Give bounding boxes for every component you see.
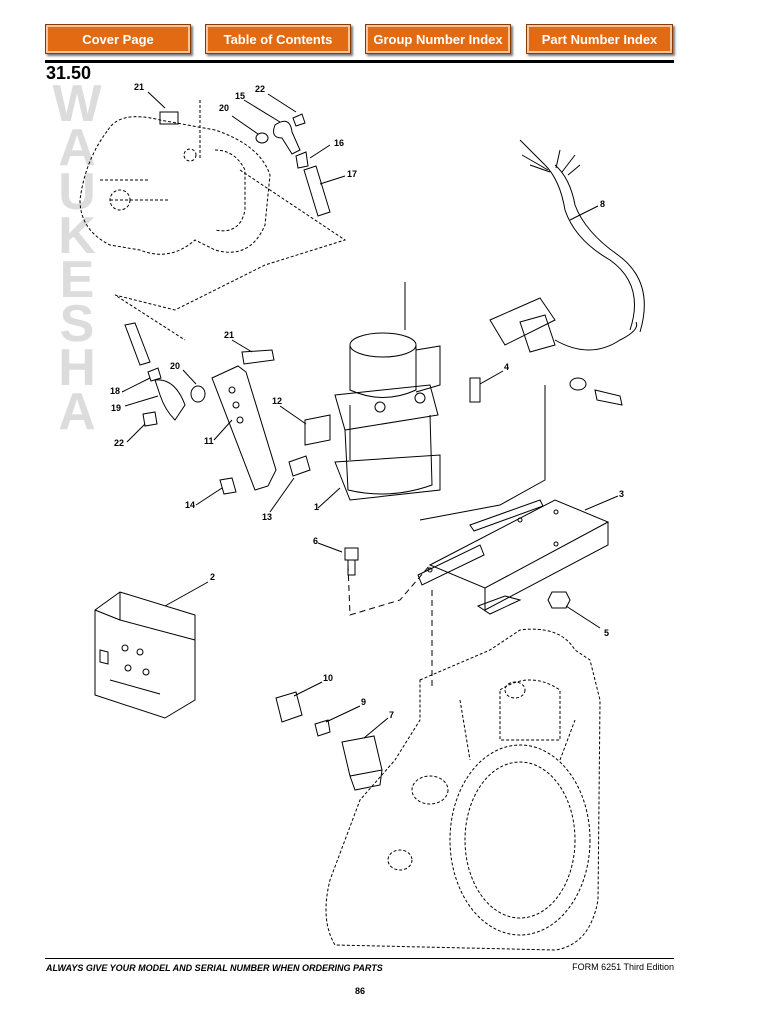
linkage-parts-lower — [124, 322, 311, 495]
callout-13: 13 — [262, 512, 272, 522]
callout-22-upper: 22 — [255, 84, 265, 94]
linkage-parts-upper — [159, 111, 331, 217]
callout-16: 16 — [334, 138, 344, 148]
callout-21-upper: 21 — [134, 82, 144, 92]
callout-20-lower: 20 — [170, 361, 180, 371]
callout-8: 8 — [600, 199, 605, 209]
callout-leaders — [121, 91, 619, 739]
callout-17: 17 — [347, 169, 357, 179]
callout-20-upper: 20 — [219, 103, 229, 113]
callout-5: 5 — [604, 628, 609, 638]
callout-11: 11 — [204, 436, 214, 446]
footer-rule — [45, 958, 674, 959]
callout-6: 6 — [313, 536, 318, 546]
header-rule — [45, 60, 674, 63]
group-number-index-button[interactable]: Group Number Index — [365, 24, 511, 54]
cover-page-button[interactable]: Cover Page — [45, 24, 191, 54]
pickup-parts-drawing — [275, 691, 383, 791]
hardware-drawing — [344, 547, 571, 609]
callout-1: 1 — [314, 502, 319, 512]
callout-22-lower: 22 — [114, 438, 124, 448]
callout-21-lower: 21 — [224, 330, 234, 340]
callout-14: 14 — [185, 500, 195, 510]
callout-9: 9 — [361, 697, 366, 707]
callout-4: 4 — [504, 362, 509, 372]
table-of-contents-button[interactable]: Table of Contents — [205, 24, 351, 54]
callout-3: 3 — [619, 489, 624, 499]
base-plate-drawing — [347, 499, 610, 690]
page-number: 86 — [354, 986, 365, 996]
waukesha-watermark: WAUKESHA — [52, 75, 102, 441]
form-edition: FORM 6251 Third Edition — [572, 962, 674, 972]
section-number: 31.50 — [46, 63, 92, 83]
actuator-drawing — [304, 282, 546, 521]
navigation-bar: Cover Page Table of Contents Group Numbe… — [0, 24, 768, 56]
callout-19: 19 — [111, 403, 121, 413]
callout-numbers: 21 22 15 20 16 17 8 21 20 18 19 22 11 12… — [110, 82, 624, 720]
controller-drawing — [94, 591, 196, 719]
callout-18: 18 — [110, 386, 120, 396]
callout-12: 12 — [272, 396, 282, 406]
callout-7: 7 — [389, 710, 394, 720]
ordering-notice: ALWAYS GIVE YOUR MODEL AND SERIAL NUMBER… — [46, 963, 383, 973]
gear-housing-drawing — [325, 628, 601, 951]
callout-15: 15 — [235, 91, 245, 101]
callout-2: 2 — [210, 572, 215, 582]
mounting-bracket-drawing — [79, 100, 347, 341]
cable-assembly-drawing — [469, 139, 645, 406]
callout-10: 10 — [323, 673, 333, 683]
part-number-index-button[interactable]: Part Number Index — [526, 24, 673, 54]
